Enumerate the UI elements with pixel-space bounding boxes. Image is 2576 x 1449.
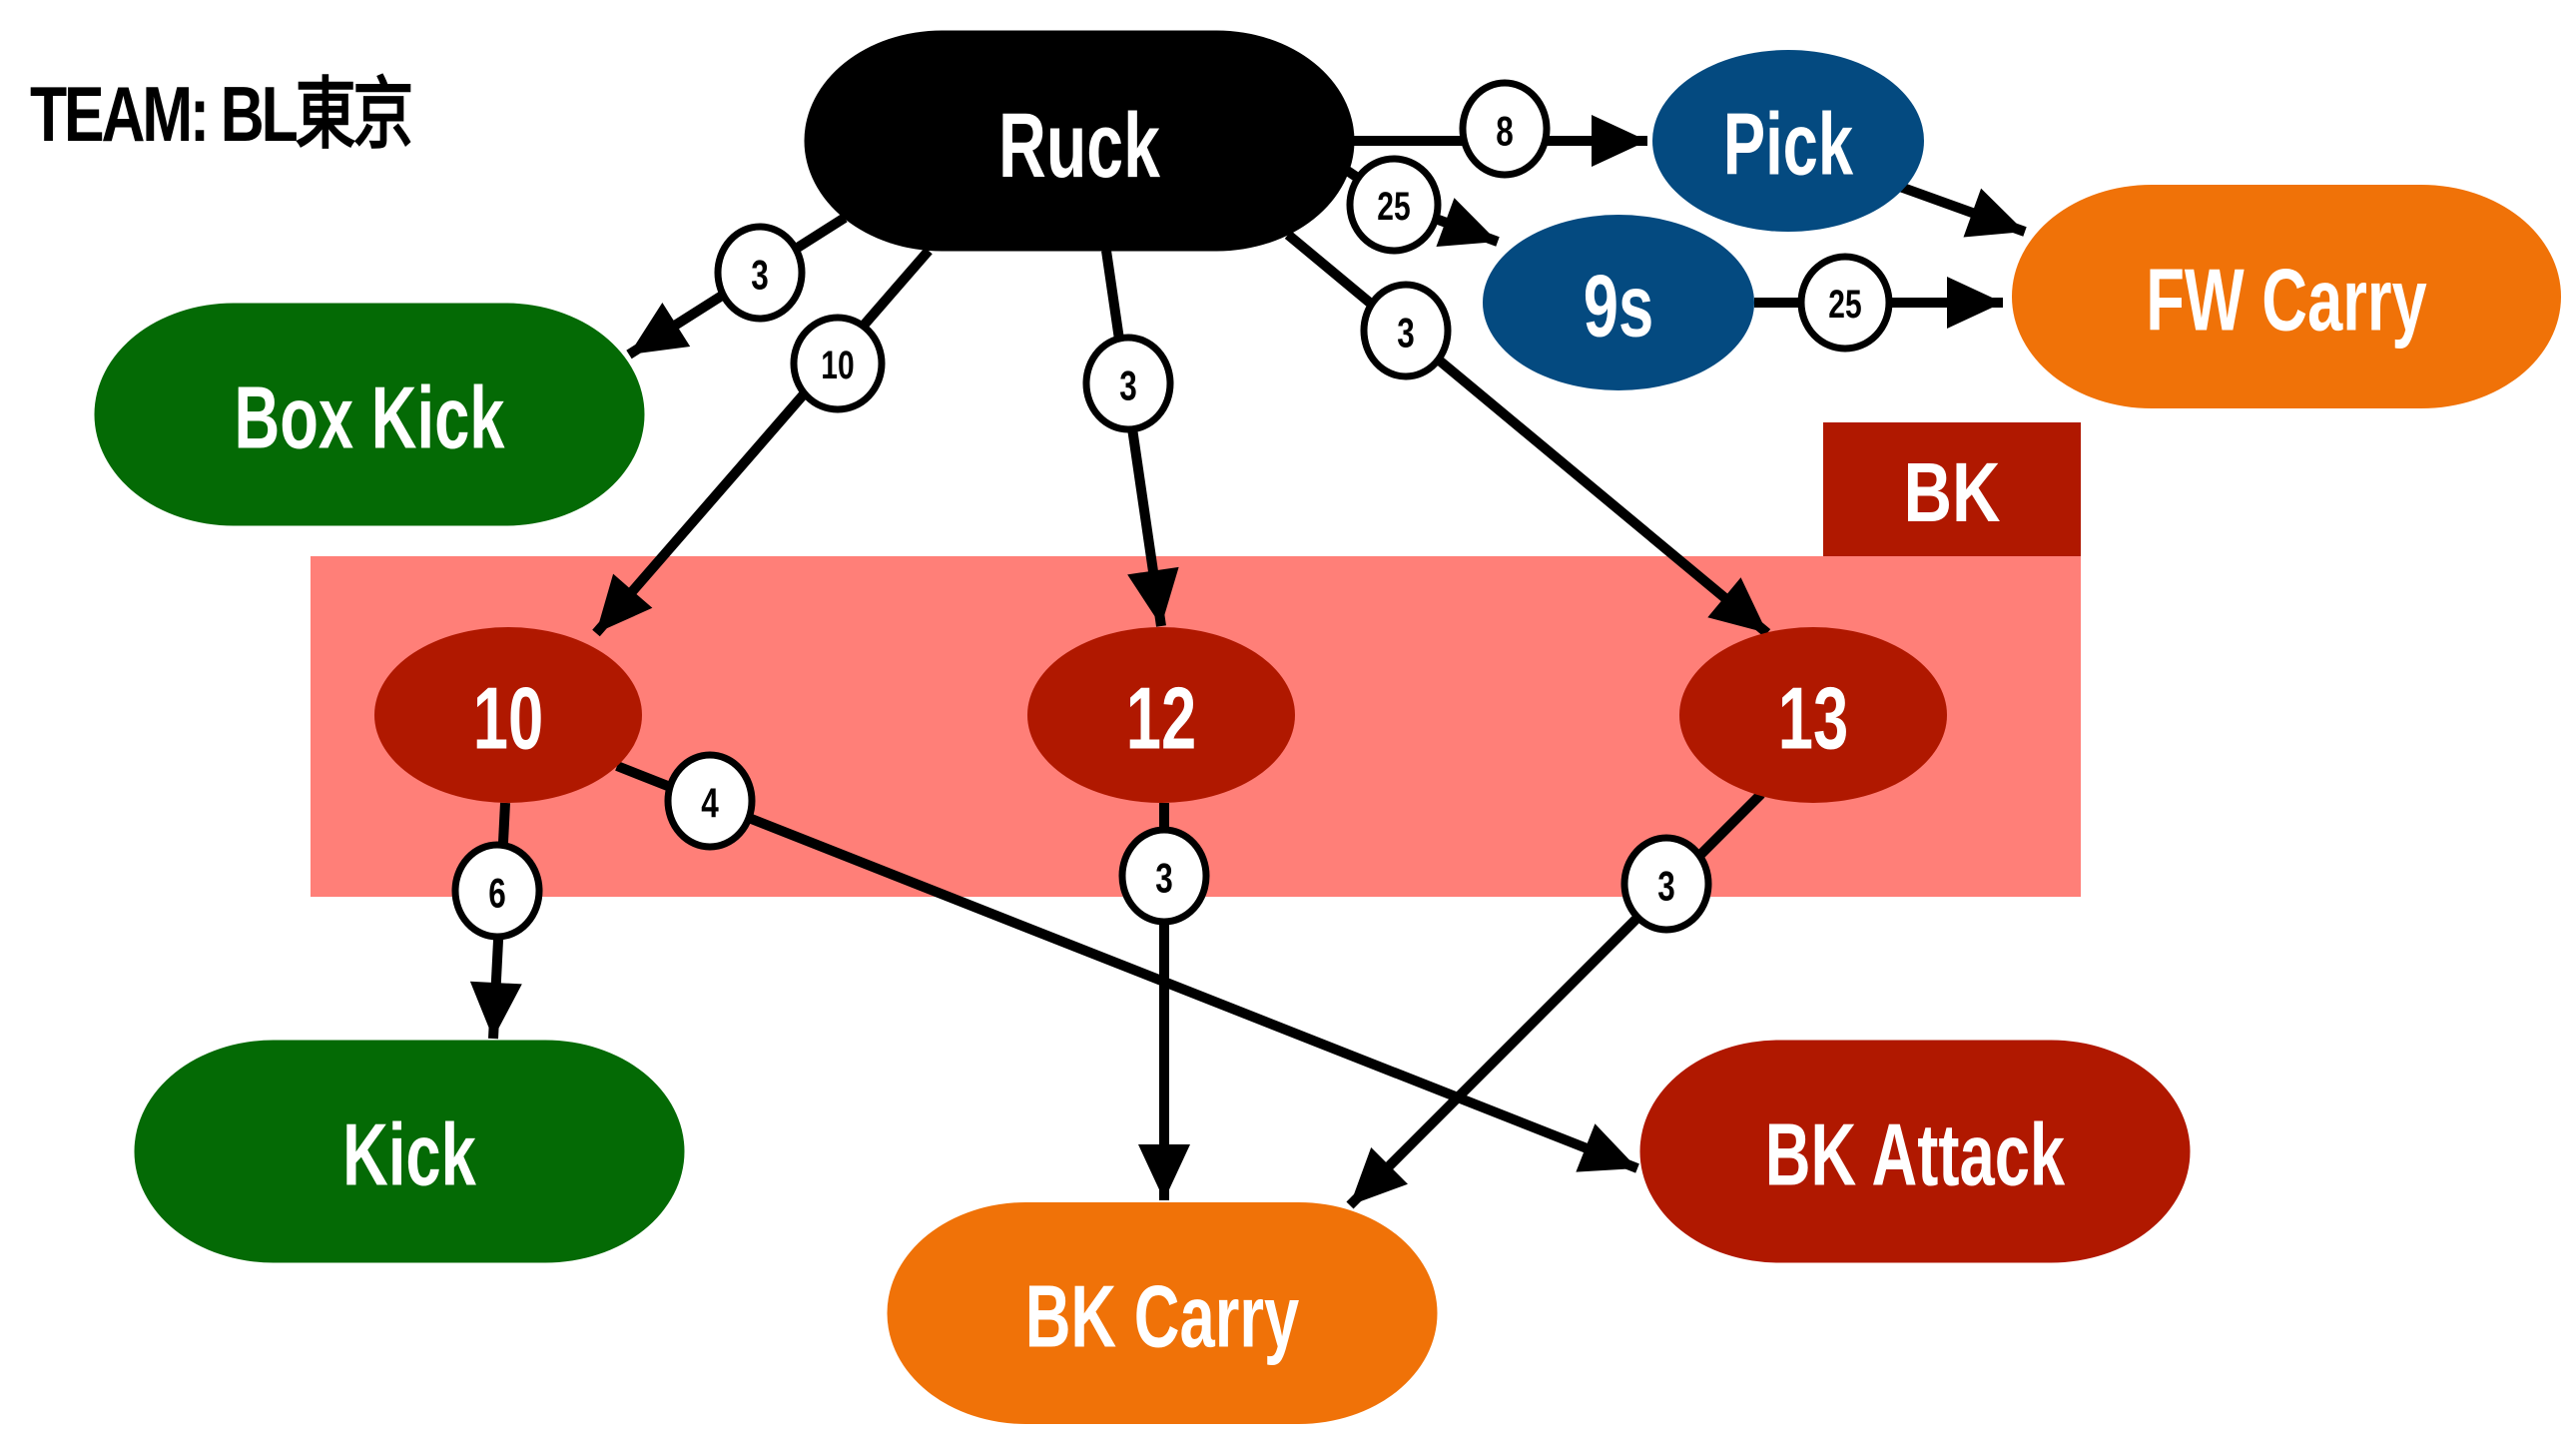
arrowhead-icon: [1350, 1147, 1408, 1205]
team-title: TEAM: BL東京: [30, 70, 413, 158]
arrowhead-icon: [629, 303, 691, 355]
node-p10-shape: [374, 627, 642, 803]
node-p13[interactable]: 13: [1679, 627, 1947, 803]
node-bkcarry-shape: [887, 1202, 1438, 1424]
node-nines-shape: [1483, 215, 1754, 390]
edge-label: 10: [821, 344, 854, 387]
edge-label-badge: [1118, 826, 1210, 926]
node-ruck[interactable]: Ruck: [804, 30, 1355, 252]
edge-label: 8: [1496, 107, 1514, 155]
node-ruck-label: Ruck: [998, 93, 1160, 196]
node-p12-label: 12: [1126, 670, 1196, 768]
node-boxkick-label: Box Kick: [234, 369, 504, 467]
edge-label-badge: [451, 841, 543, 941]
edge-label-badge: [714, 223, 806, 323]
node-fwcarry-shape: [2012, 185, 2561, 408]
node-p13-shape: [1679, 627, 1947, 803]
node-pick-shape: [1652, 50, 1924, 232]
node-bkcarry-label: BK Carry: [1025, 1268, 1300, 1366]
edge-label: 6: [488, 869, 506, 917]
edge-label-badge: [1082, 334, 1174, 433]
edge-ruck-to-p10: [592, 247, 933, 637]
node-pick-label: Pick: [1723, 96, 1854, 194]
node-kick[interactable]: Kick: [134, 1040, 685, 1263]
edge-label: 3: [1397, 309, 1415, 357]
edge-label-badge: [1797, 253, 1893, 353]
arrowhead-icon: [1963, 188, 2025, 238]
bk-group-label: BK: [1903, 446, 2000, 540]
node-fwcarry-label: FW Carry: [2146, 252, 2427, 350]
node-ruck-shape: [804, 30, 1355, 252]
node-kick-label: Kick: [342, 1106, 476, 1204]
node-bkattack-label: BK Attack: [1765, 1106, 2066, 1204]
edge-label-badge: [1620, 834, 1712, 934]
edge-label: 4: [701, 779, 719, 827]
arrowhead-icon: [1138, 1144, 1190, 1200]
node-nines-label: 9s: [1584, 258, 1653, 356]
arrowhead-icon: [1592, 115, 1647, 167]
node-pick[interactable]: Pick: [1652, 50, 1924, 232]
bk-group-tag: [1823, 422, 2081, 556]
node-nines[interactable]: 9s: [1483, 215, 1754, 390]
node-bkcarry[interactable]: BK Carry: [887, 1202, 1438, 1424]
node-p10[interactable]: 10: [374, 627, 642, 803]
edge-ruck-to-p12: [1101, 250, 1166, 627]
edge-label-badge: [1360, 281, 1452, 380]
edge-label: 3: [1155, 854, 1173, 902]
edge-label-badge: [790, 314, 886, 413]
edge-label: 3: [1119, 362, 1137, 409]
node-p12[interactable]: 12: [1027, 627, 1295, 803]
node-bkattack-shape: [1639, 1040, 2191, 1263]
node-p10-label: 10: [473, 670, 543, 768]
edge-label-badge: [664, 751, 756, 851]
node-p12-shape: [1027, 627, 1295, 803]
node-fwcarry[interactable]: FW Carry: [2012, 185, 2561, 408]
edge-label-badge: [1346, 155, 1442, 255]
edge-label: 25: [1377, 185, 1410, 229]
edge-label: 3: [1657, 862, 1675, 910]
node-bkattack[interactable]: BK Attack: [1639, 1040, 2191, 1263]
edge-label: 25: [1828, 283, 1861, 327]
edge-labels-layer: 8 25 3 10 3 3 25 6 4 3 3: [451, 79, 1893, 941]
node-boxkick[interactable]: Box Kick: [94, 303, 645, 526]
edge-p10-to-bkattack: [615, 761, 1639, 1173]
edge-label: 3: [751, 251, 769, 299]
node-kick-shape: [134, 1040, 685, 1263]
arrowhead-icon: [1707, 577, 1767, 633]
node-boxkick-shape: [94, 303, 645, 526]
arrowhead-icon: [596, 573, 653, 633]
arrowhead-icon: [1576, 1123, 1637, 1172]
arrowhead-icon: [1436, 198, 1498, 247]
node-p13-label: 13: [1778, 670, 1848, 768]
arrowhead-icon: [1127, 566, 1179, 626]
arrowhead-icon: [1947, 277, 2003, 329]
edge-label-badge: [1459, 79, 1551, 179]
edge-ruck-to-p13: [1284, 231, 1771, 637]
arrowhead-icon: [469, 981, 522, 1039]
